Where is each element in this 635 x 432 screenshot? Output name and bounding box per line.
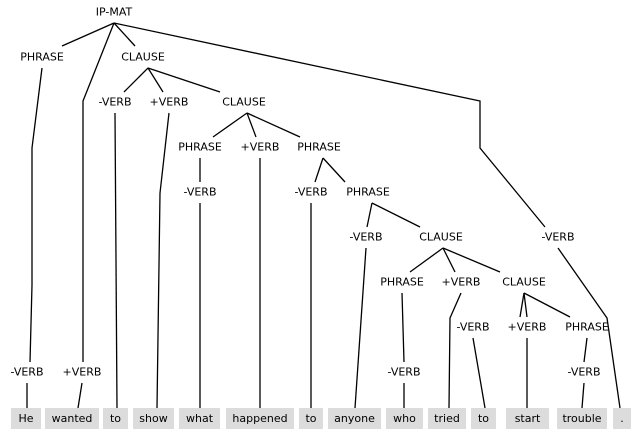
word-token: start [506,408,549,429]
node-label: -VERB [387,365,421,379]
tree-edge [523,292,571,318]
tree-edge [147,67,164,93]
word-token: . [613,408,631,429]
tree-edge [29,67,43,363]
node-label: PHRASE [346,185,390,199]
node-label: PHRASE [178,140,222,154]
tree-edge [583,337,588,363]
word-token: trouble [557,408,607,429]
tree-edge [77,382,83,409]
tree-edge [523,292,528,318]
word-token: to [103,408,128,429]
tree-edge [581,382,585,409]
node-label: CLAUSE [502,275,546,289]
node-label: -VERB [456,320,490,334]
tree-edge [401,292,405,363]
tree-edge [322,157,346,183]
tree-edge [371,202,421,228]
tree-edge [212,112,248,138]
tree-edge [147,67,221,93]
node-label: +VERB [240,140,280,154]
node-label: -VERB [98,95,132,109]
tree-edge [123,67,149,93]
tree-edge [114,112,118,409]
tree-edge [314,157,324,183]
node-label: -VERB [10,365,44,379]
node-label: PHRASE [297,140,341,154]
tree-edge [366,202,373,228]
node-label: PHRASE [20,50,64,64]
tree-edge [442,247,456,273]
node-label: -VERB [541,230,575,244]
tree-edge [519,292,525,318]
node-label: -VERB [294,185,328,199]
tree-edge [354,247,367,409]
node-label: -VERB [183,185,217,199]
word-token: happened [226,408,294,429]
node-label: +VERB [62,365,102,379]
word-token: tried [428,408,466,429]
node-label: CLAUSE [419,230,463,244]
node-label: +VERB [149,95,189,109]
tree-edge [246,112,301,138]
word-token: show [133,408,174,429]
tree-edge [61,22,115,47]
word-token: who [386,408,423,429]
word-token: what [179,408,220,429]
node-label: CLAUSE [121,50,165,64]
tree-edge [448,292,462,409]
tree-edge [557,247,621,409]
tree-edge [156,112,170,409]
tree-edge [113,22,546,228]
tree-edge [442,247,501,273]
word-token: to [471,408,496,429]
node-label: PHRASE [380,275,424,289]
tree-edge [82,22,115,362]
node-label: -VERB [349,230,383,244]
word-token: He [11,408,41,429]
tree-edge [113,22,136,47]
node-label: PHRASE [565,320,609,334]
word-token: to [299,408,323,429]
word-token: wanted [45,408,99,429]
tree-edge [472,337,486,409]
word-token: anyone [328,408,381,429]
tree-edge [246,112,257,138]
node-label: CLAUSE [222,95,266,109]
node-label: +VERB [507,320,547,334]
node-label: IP-MAT [95,5,133,19]
node-label: -VERB [567,365,601,379]
tree-edge [409,247,444,273]
node-label: +VERB [441,275,481,289]
